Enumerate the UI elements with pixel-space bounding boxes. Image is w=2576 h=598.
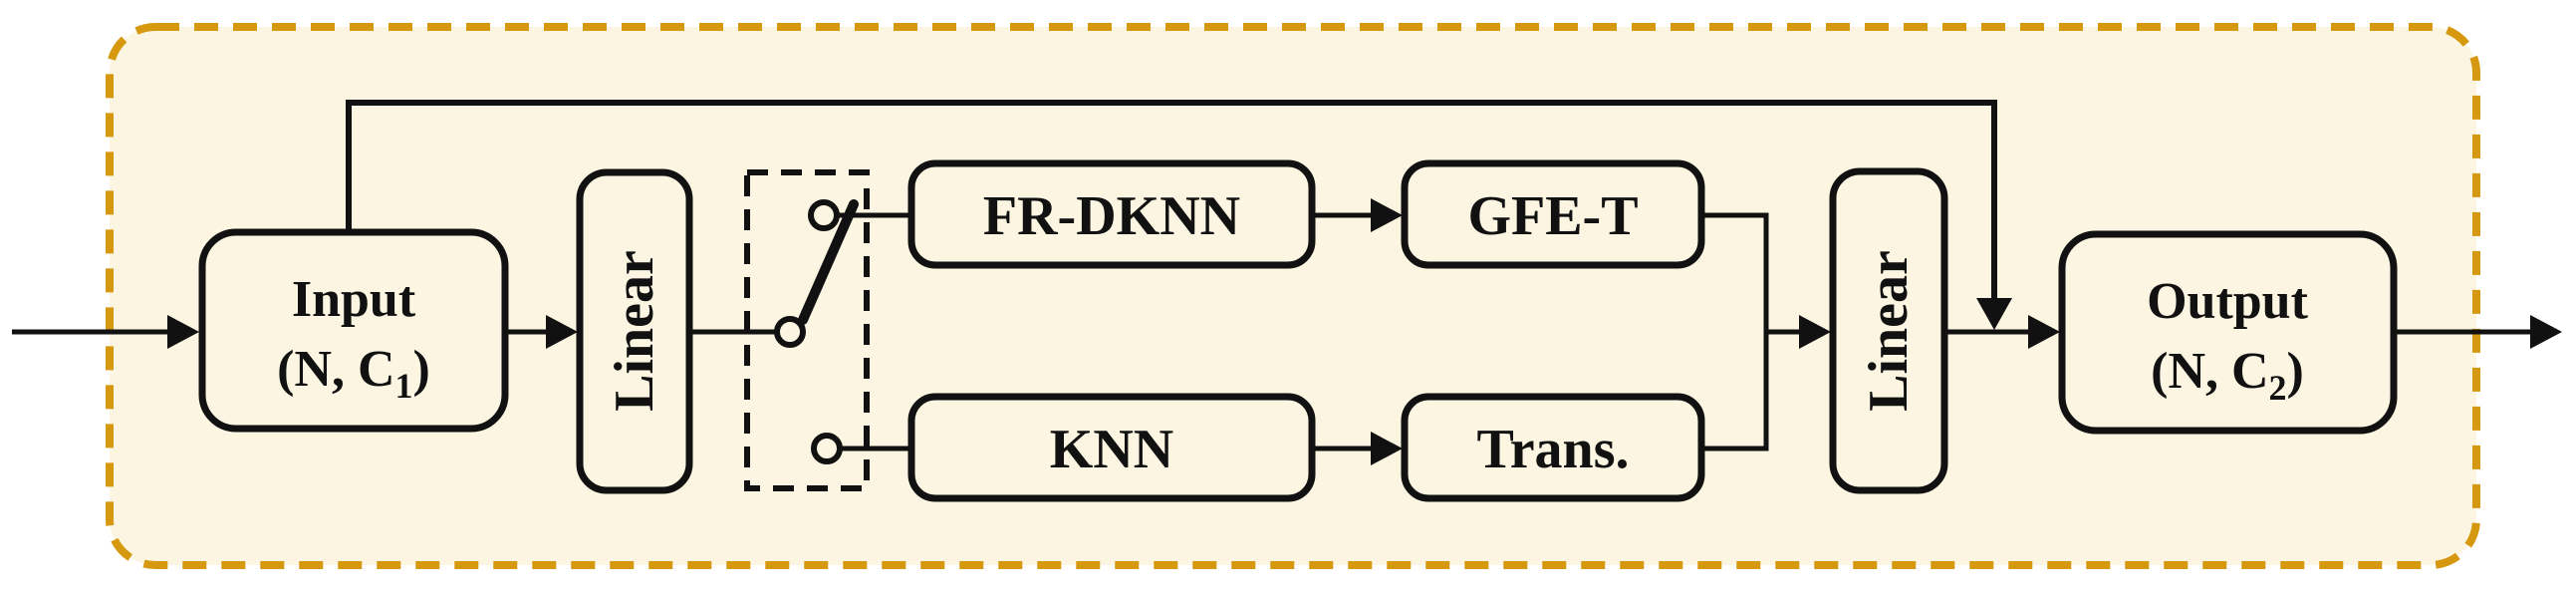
knn-block: KNN <box>907 393 1316 502</box>
output-shape-subscript: 2 <box>2269 368 2287 408</box>
output-block-shape: (N, C2) <box>2151 343 2304 408</box>
linear2-block: Linear <box>1829 167 1948 494</box>
input-block-shape: (N, C1) <box>277 341 430 406</box>
gfe-t-block-box <box>1401 159 1705 269</box>
input-block-box <box>198 228 509 433</box>
connector-lines <box>12 100 2534 451</box>
exit-arrowhead <box>2530 315 2562 349</box>
line-trans-to-merge <box>1701 332 1769 451</box>
trans-block-box <box>1401 393 1705 502</box>
switch-top-terminal <box>808 199 840 231</box>
output-shape-pre: (N, C <box>2151 343 2268 400</box>
fr-dknn-block: FR-DKNN <box>907 159 1316 269</box>
output-block-box <box>2058 230 2398 435</box>
linear1-block: Linear <box>576 168 693 494</box>
switch-lever <box>798 199 859 325</box>
linear2-block-box <box>1829 167 1948 494</box>
line-gfet-to-merge <box>1701 212 1769 332</box>
linear2-block-label: Linear <box>1858 250 1920 412</box>
arrowhead-input-to-linear1 <box>546 315 578 349</box>
input-shape-subscript: 1 <box>395 366 413 406</box>
fr-dknn-block-label: FR-DKNN <box>983 185 1240 247</box>
arrowhead-frdknn-to-gfet <box>1371 198 1403 232</box>
linear1-block-label: Linear <box>604 250 665 412</box>
blocks: Input (N, C1) Linear FR-DKNN GFE-T KNN <box>198 159 2398 502</box>
fr-dknn-block-box <box>907 159 1316 269</box>
trans-block-label: Trans. <box>1477 419 1630 480</box>
output-block-title: Output <box>2147 273 2309 330</box>
gfe-t-block: GFE-T <box>1401 159 1705 269</box>
input-shape-close: ) <box>413 341 430 398</box>
switch-bottom-terminal <box>811 433 843 464</box>
linear1-block-box <box>576 168 693 494</box>
input-block: Input (N, C1) <box>198 228 509 433</box>
output-block: Output (N, C2) <box>2058 230 2398 435</box>
arrowheads <box>167 198 2562 465</box>
arrowhead-knn-to-trans <box>1371 432 1403 465</box>
knn-block-label: KNN <box>1050 419 1173 480</box>
input-block-title: Input <box>292 271 416 328</box>
path-selector-switch <box>744 169 870 491</box>
trans-block: Trans. <box>1401 393 1705 502</box>
skip-connection-line <box>346 100 1997 300</box>
input-shape-pre: (N, C <box>277 341 394 398</box>
knn-block-box <box>907 393 1316 502</box>
switch-pole-terminal <box>774 316 806 348</box>
arrowhead-merge-to-linear2 <box>1799 315 1831 349</box>
entry-arrowhead <box>167 315 199 349</box>
output-shape-close: ) <box>2287 343 2304 400</box>
gfe-t-block-label: GFE-T <box>1467 185 1638 247</box>
switch-dashed-frame <box>744 169 870 491</box>
skip-connection-arrowhead <box>1976 298 2012 330</box>
arrowhead-linear2-to-output <box>2028 315 2060 349</box>
